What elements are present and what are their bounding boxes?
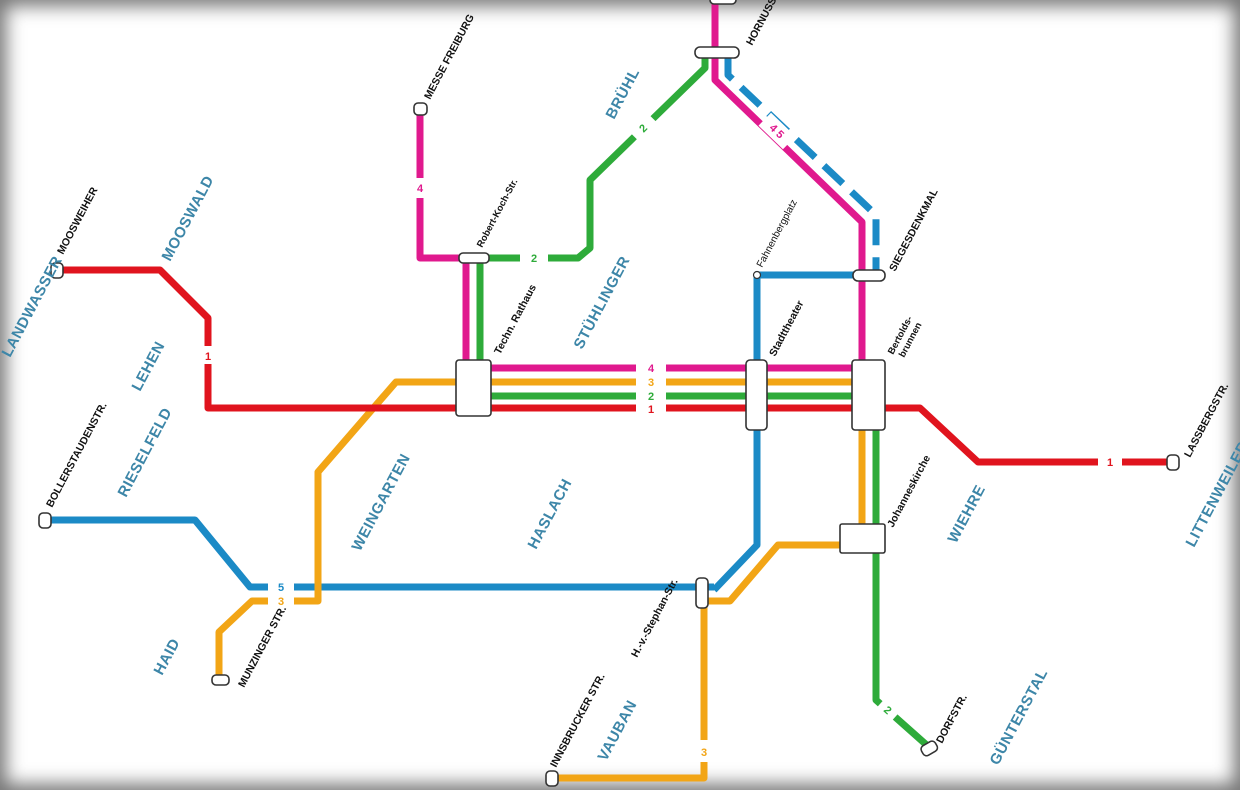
stop-label-fahnenbergplatz: Fahnenbergplatz bbox=[755, 198, 800, 269]
station-siegesdenkmal[interactable] bbox=[852, 269, 886, 282]
station-innsbrucker[interactable] bbox=[545, 770, 559, 787]
line-5-north-dashed bbox=[724, 55, 880, 275]
line-1-route bbox=[55, 266, 1172, 466]
line-1 bbox=[55, 266, 1172, 466]
line-label-3-vauban: 3 bbox=[701, 747, 707, 759]
station-lassbergstr[interactable] bbox=[1166, 454, 1180, 471]
line-2-south bbox=[872, 396, 933, 751]
district-labels: LANDWASSER MOOSWALD LEHEN BRÜHL STÜHLING… bbox=[0, 65, 1240, 768]
district-stuehlinger: STÜHLINGER bbox=[571, 253, 634, 351]
stop-label-munzinger: MUNZINGER STR. bbox=[236, 604, 289, 690]
line-label-3-trunk: 3 bbox=[648, 377, 654, 389]
district-rieselfeld: RIESELFELD bbox=[115, 405, 176, 500]
line-label-5-west: 5 bbox=[278, 582, 284, 594]
station-techn-rathaus[interactable] bbox=[455, 359, 492, 417]
line-label-1-trunk: 1 bbox=[648, 404, 654, 416]
line-label-1-west: 1 bbox=[205, 351, 211, 363]
line-3-trunk bbox=[215, 378, 862, 680]
station-johanneskirche[interactable] bbox=[839, 523, 886, 554]
district-landwasser: LANDWASSER bbox=[0, 253, 66, 360]
stop-label-siegesdenkmal: SIEGESDENKMAL bbox=[887, 186, 941, 273]
station-robert-koch[interactable] bbox=[458, 252, 490, 264]
stop-label-moosweiher: MOOSWEIHER bbox=[55, 185, 101, 256]
station-fahnenbergplatz[interactable] bbox=[752, 270, 762, 280]
stop-label-hornusstr: HORNUSSTR. bbox=[744, 0, 787, 47]
district-guenterstal: GÜNTERSTAL bbox=[987, 666, 1052, 768]
station-stadttheater[interactable] bbox=[745, 359, 768, 431]
station-moosweiher[interactable] bbox=[50, 262, 64, 279]
stop-label-bollerstaudenstr: BOLLERSTAUDENSTR. bbox=[44, 400, 110, 509]
station-hornusstr[interactable] bbox=[694, 46, 740, 59]
station-h-v-stephan[interactable] bbox=[695, 577, 709, 609]
line-4-messe bbox=[416, 110, 470, 368]
line-label-4-messe: 4 bbox=[417, 183, 424, 195]
station-munzinger[interactable] bbox=[211, 674, 230, 686]
stations bbox=[38, 0, 1180, 787]
station-top-edge[interactable] bbox=[709, 0, 737, 5]
line-label-3-west: 3 bbox=[278, 596, 284, 608]
line-label-2-robert-koch: 2 bbox=[531, 253, 537, 265]
station-bertoldsbrunnen[interactable] bbox=[851, 359, 886, 431]
line-3 bbox=[215, 378, 866, 782]
line-5-west bbox=[45, 516, 714, 591]
line-label-1-east: 1 bbox=[1107, 457, 1113, 469]
district-haid: HAID bbox=[151, 636, 184, 678]
stop-label-messe-freiburg: MESSE FREIBURG bbox=[422, 12, 477, 101]
district-weingarten: WEINGARTEN bbox=[349, 451, 414, 554]
line-label-2-trunk: 2 bbox=[648, 391, 654, 403]
stop-label-dorfstr: DORFSTR. bbox=[934, 692, 970, 745]
district-lehen: LEHEN bbox=[129, 339, 169, 394]
line-label-4-trunk: 4 bbox=[648, 363, 655, 375]
line-2-north bbox=[476, 55, 709, 396]
district-vauban: VAUBAN bbox=[595, 698, 641, 764]
district-bruehl: BRÜHL bbox=[603, 65, 644, 122]
stop-label-robert-koch: Robert-Koch-Str. bbox=[475, 177, 520, 249]
line-5 bbox=[45, 55, 880, 593]
station-bollerstaudenstr[interactable] bbox=[38, 512, 52, 529]
stop-label-stadttheater: Stadttheater bbox=[767, 299, 806, 359]
stop-label-techn-rathaus: Techn. Rathaus bbox=[492, 282, 539, 356]
stop-label-johanneskirche: Johanneskirche bbox=[885, 453, 933, 529]
station-dorfstr[interactable] bbox=[920, 740, 939, 758]
station-messe-freiburg[interactable] bbox=[413, 102, 428, 116]
district-wiehre: WIEHRE bbox=[945, 482, 990, 546]
district-haslach: HASLACH bbox=[525, 476, 576, 552]
district-mooswald: MOOSWALD bbox=[159, 173, 218, 264]
stop-label-lassbergstr: LASSBERGSTR. bbox=[1182, 381, 1231, 459]
line-number-gaps bbox=[200, 111, 1122, 762]
